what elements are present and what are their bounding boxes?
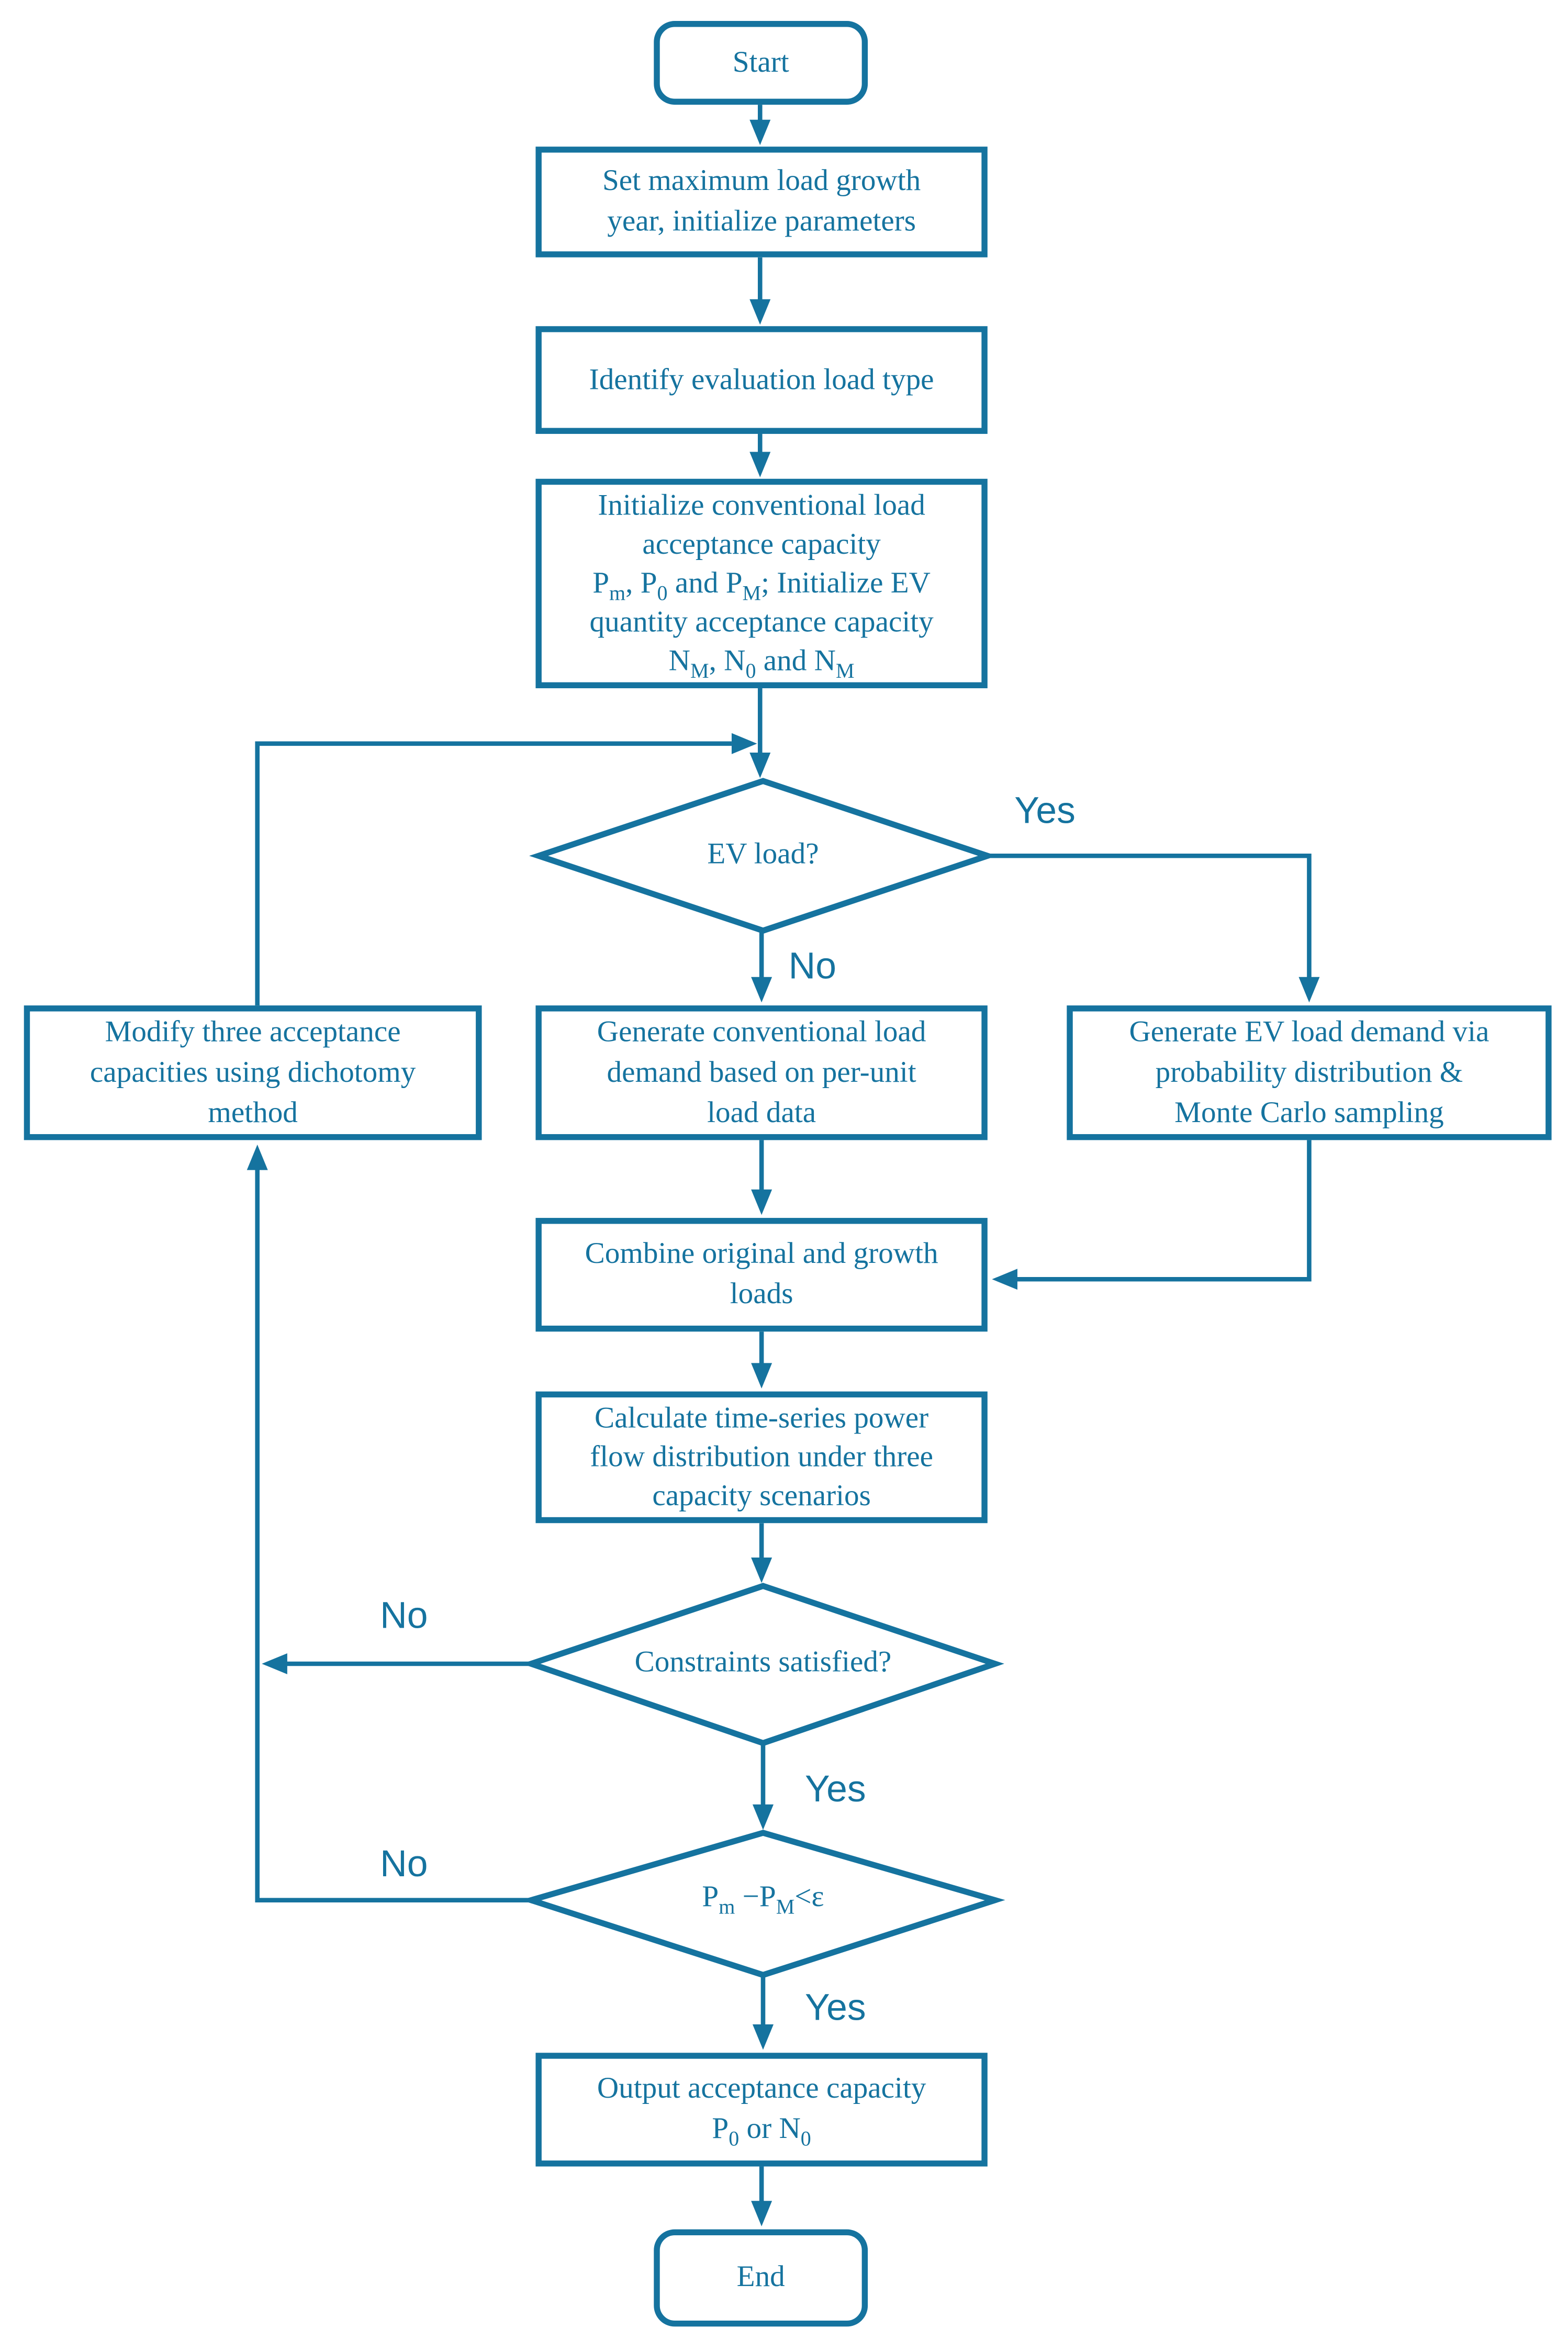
end-label: End: [736, 2260, 785, 2294]
modify-line1: Modify three acceptance: [105, 1015, 401, 1048]
arrowhead-down-identify: [749, 299, 771, 325]
epsilon-yes-label: Yes: [805, 1987, 866, 2029]
arrowhead-down-output: [752, 2024, 774, 2050]
end-terminal: End: [654, 2229, 868, 2327]
set-year-line1: Set maximum load growth: [602, 164, 921, 198]
calculate-line2: flow distribution under three: [590, 1441, 934, 1474]
arrowhead-down-setyear: [749, 119, 771, 145]
arrowhead-right-feedback: [731, 733, 757, 754]
constraints-no-label: No: [380, 1595, 428, 1637]
epsilon-decision-label: Pm −PM<ε: [702, 1880, 824, 1920]
output-line2: P0 or N0: [712, 2112, 811, 2152]
epsilon-no-label: No: [380, 1843, 428, 1886]
output-line1: Output acceptance capacity: [597, 2072, 926, 2105]
arrowhead-down-evdecision: [749, 752, 771, 778]
arrowhead-down-initialize: [749, 452, 771, 477]
genconv-line2: demand based on per-unit: [607, 1055, 916, 1089]
edge-epsilon-no-loop: [255, 1167, 531, 1902]
arrowhead-left-combine: [992, 1269, 1017, 1290]
process-calculate-power-flow: Calculate time-series power flow distrib…: [535, 1391, 988, 1524]
arrowhead-down-calculate: [751, 1363, 772, 1388]
genev-line1: Generate EV load demand via: [1129, 1015, 1489, 1048]
process-initialize-capacities: Initialize conventional load acceptance …: [535, 478, 988, 689]
decision-epsilon-diamond: [521, 1830, 1005, 1978]
initialize-line4: quantity acceptance capacity: [589, 606, 934, 639]
process-identify-load-type: Identify evaluation load type: [535, 326, 988, 434]
process-generate-conventional-load: Generate conventional load demand based …: [535, 1005, 988, 1140]
combine-line1: Combine original and growth: [585, 1237, 938, 1271]
modify-line2: capacities using dichotomy: [89, 1055, 416, 1089]
ev-yes-label: Yes: [1014, 790, 1076, 832]
combine-line2: loads: [730, 1278, 793, 1311]
decision-ev-load-diamond: [529, 778, 997, 934]
calculate-line1: Calculate time-series power: [595, 1402, 929, 1435]
modify-line3: method: [208, 1096, 298, 1129]
arrowhead-down-end: [751, 2201, 772, 2226]
set-year-line2: year, initialize parameters: [607, 205, 916, 238]
constraints-yes-label: Yes: [805, 1768, 866, 1811]
start-label: Start: [732, 46, 789, 79]
process-modify-dichotomy: Modify three acceptance capacities using…: [24, 1005, 482, 1140]
genconv-line3: load data: [707, 1096, 816, 1129]
process-set-max-load-growth: Set maximum load growth year, initialize…: [535, 147, 988, 257]
edge-modify-feedback-loop: [255, 741, 732, 1006]
arrowhead-down-genev: [1298, 977, 1320, 1003]
arrowhead-down-constraints: [751, 1558, 772, 1583]
arrowhead-left-constraints-no: [262, 1653, 287, 1674]
ev-load-decision-label: EV load?: [707, 837, 819, 871]
arrowhead-down-genconv: [751, 977, 772, 1003]
genconv-line1: Generate conventional load: [597, 1015, 926, 1048]
initialize-line3: Pm, P0 and PM; Initialize EV: [592, 567, 931, 606]
process-combine-loads: Combine original and growth loads: [535, 1218, 988, 1332]
arrowhead-down-epsilon: [752, 1804, 774, 1830]
ev-no-label: No: [788, 945, 836, 988]
initialize-line2: acceptance capacity: [642, 528, 881, 562]
initialize-line1: Initialize conventional load: [598, 489, 925, 522]
initialize-line5: NM, N0 and NM: [668, 645, 855, 684]
edge-genev-to-combine: [1014, 1140, 1312, 1282]
arrowhead-down-combine: [751, 1189, 772, 1215]
process-generate-ev-load: Generate EV load demand via probability …: [1067, 1005, 1552, 1140]
calculate-line3: capacity scenarios: [652, 1480, 871, 1513]
decision-constraints-diamond: [522, 1583, 1004, 1746]
genev-line3: Monte Carlo sampling: [1174, 1096, 1444, 1129]
constraints-decision-label: Constraints satisfied?: [634, 1645, 892, 1679]
process-output-capacity: Output acceptance capacity P0 or N0: [535, 2053, 988, 2167]
edge-evyes-to-genev: [987, 853, 1312, 980]
identify-line1: Identify evaluation load type: [589, 363, 934, 396]
genev-line2: probability distribution &: [1155, 1055, 1463, 1089]
start-terminal: Start: [654, 21, 868, 105]
arrowhead-up-modify: [247, 1144, 268, 1170]
